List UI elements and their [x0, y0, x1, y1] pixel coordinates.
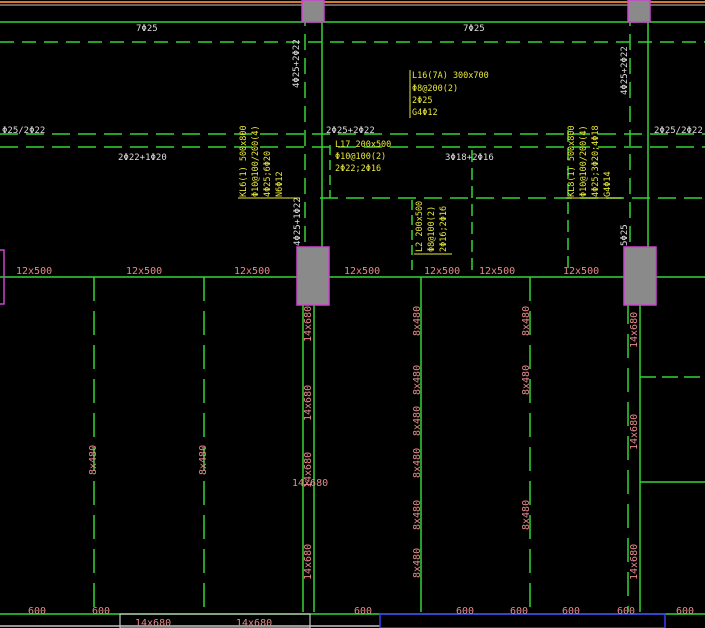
bottom-frame-blue [379, 613, 666, 628]
top-rebar-label-2: 7Φ25 [463, 24, 485, 34]
dim-label-vertical: 14x680 [303, 385, 314, 421]
dim-label-vertical: 14x680 [303, 544, 314, 580]
beam-note-line: KL8(1) 500x800 [567, 125, 577, 197]
beam-note-line: L17 200x500 [335, 140, 391, 150]
dim-label: 600 [617, 606, 635, 617]
beam-note-L17: L17 200x500 Φ10@100(2) 2Φ22;2Φ16 [335, 140, 391, 174]
dim-label: 12x500 [424, 266, 460, 277]
dim-label: 12x500 [16, 266, 52, 277]
dim-label-vertical: 8x480 [412, 406, 423, 436]
beam-note-line: L16(7A) 300x700 [412, 71, 489, 81]
dim-label-vertical: 14x680 [303, 306, 314, 342]
dim-label: 14x680 [236, 618, 272, 628]
column-top-1 [301, 0, 325, 23]
beam-note-line: Φ8@100(2) [427, 206, 437, 252]
rebar-label-vertical: 4Φ25+2Φ22 [292, 39, 302, 88]
column-mid-2 [623, 246, 657, 306]
beam-note-line: Φ10@100(2) [335, 152, 386, 162]
dim-label-vertical: 8x480 [198, 445, 209, 475]
rebar-label: 2Φ25/2Φ22 [654, 126, 703, 136]
beam-note-KL6: KL6(1) 500x800 Φ10@100/200(4) 4Φ25;6Φ20 … [239, 125, 285, 197]
rebar-label-vertical: 4Φ25+2Φ22 [620, 46, 630, 95]
dim-label-vertical: 14x680 [629, 414, 640, 450]
rebar-label-vertical: 4Φ25+1Φ22 [293, 197, 303, 246]
dim-label-vertical: 8x480 [521, 500, 532, 530]
dim-label: 12x500 [479, 266, 515, 277]
beam-note-line: 4Φ25;3Φ20;4Φ18 [591, 125, 601, 197]
beam-note-line: 2Φ16;2Φ16 [439, 206, 449, 252]
rebar-label: 2Φ22+1Φ20 [118, 153, 167, 163]
dim-label-vertical: 14x680 [629, 544, 640, 580]
beam-note-line: Φ8@200(2) [412, 84, 458, 94]
dim-label: 12x500 [563, 266, 599, 277]
dim-label: 600 [92, 606, 110, 617]
dim-label-vertical: 8x480 [412, 448, 423, 478]
dim-label: 600 [354, 606, 372, 617]
column-left-edge [0, 249, 5, 305]
rebar-label: 2Φ25+2Φ22 [326, 126, 375, 136]
column-top-2 [627, 0, 651, 23]
beam-note-line: N6Φ12 [275, 171, 285, 197]
dim-label: 600 [456, 606, 474, 617]
horizontal-dims: 12x500 12x500 12x500 12x500 12x500 12x50… [16, 266, 599, 277]
dim-label-vertical: 8x480 [521, 306, 532, 336]
dim-label: 12x500 [234, 266, 270, 277]
dim-label: 600 [676, 606, 694, 617]
dim-label-vertical: 8x480 [412, 365, 423, 395]
dim-label-horizontal: 14x680 [292, 478, 328, 489]
beam-note-line: L2 200x500 [415, 201, 425, 252]
dim-label-vertical: 8x480 [412, 306, 423, 336]
beam-note-line: Φ10@100/200(4) [579, 125, 589, 197]
dim-label-vertical: 14x680 [303, 452, 314, 488]
rebar-label-vertical: 5Φ25 [620, 224, 630, 246]
dim-label-vertical: 8x480 [412, 548, 423, 578]
rebar-label: Φ25/2Φ22 [2, 126, 45, 136]
beam-note-KL8: KL8(1) 500x800 Φ10@100/200(4) 4Φ25;3Φ20;… [567, 125, 613, 197]
dim-label-vertical: 8x480 [412, 500, 423, 530]
column-mid-1 [296, 246, 330, 306]
beam-note-line: Φ10@100/200(4) [251, 125, 261, 197]
beam-note-line: G4Φ14 [603, 171, 613, 197]
top-rebar-label-1: 7Φ25 [136, 24, 158, 34]
lower-vertical-lines [93, 277, 641, 612]
beam-note-line: 2Φ22;2Φ16 [335, 164, 381, 174]
dim-label: 12x500 [126, 266, 162, 277]
beam-note-L16: L16(7A) 300x700 Φ8@200(2) 2Φ25 G4Φ12 [412, 71, 489, 118]
beam-note-L2: L2 200x500 Φ8@100(2) 2Φ16;2Φ16 [415, 201, 449, 252]
dim-label: 600 [510, 606, 528, 617]
rebar-label: 3Φ18+2Φ16 [445, 153, 494, 163]
dim-label: 14x680 [135, 618, 171, 628]
dim-label: 600 [562, 606, 580, 617]
beam-note-line: KL6(1) 500x800 [239, 125, 249, 197]
dim-label: 12x500 [344, 266, 380, 277]
dim-label-vertical: 8x480 [521, 365, 532, 395]
vertical-dims: 14x680 8x480 8x480 14x680 14x680 8x480 8… [88, 306, 640, 580]
bottom-dims: 600 600 14x680 14x680 600 600 600 600 60… [28, 606, 694, 628]
beam-note-line: 2Φ25 [412, 96, 432, 106]
beam-note-line: G4Φ12 [412, 108, 438, 118]
bottom-frame-box [119, 613, 311, 628]
dim-label-vertical: 14x680 [629, 312, 640, 348]
dim-label: 600 [28, 606, 46, 617]
beam-note-line: 4Φ25;6Φ20 [263, 151, 273, 197]
dim-label-vertical: 8x480 [88, 445, 99, 475]
